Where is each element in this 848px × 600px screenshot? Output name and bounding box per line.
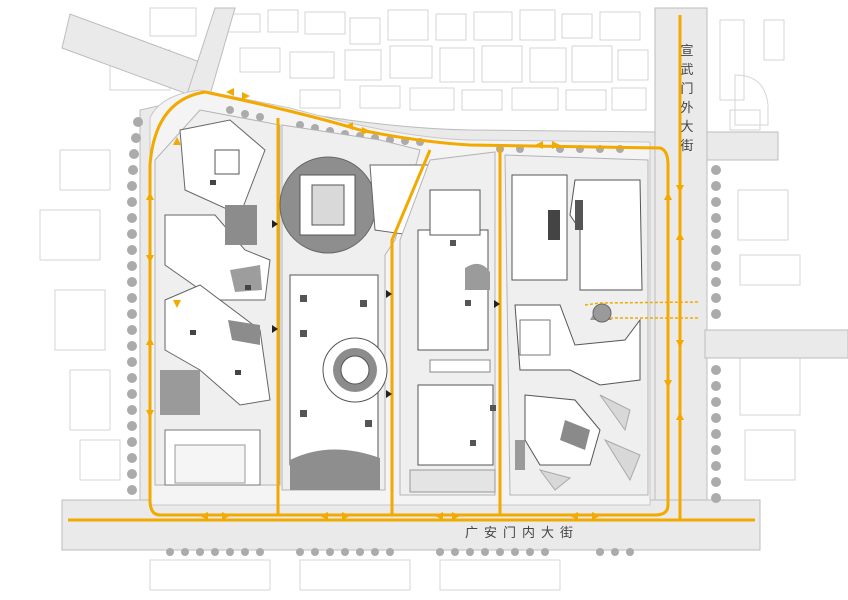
- east-street-label-char: 宣: [680, 44, 694, 59]
- block-center: [399, 151, 496, 496]
- east-street-label-char: 武: [680, 63, 694, 78]
- east-street-label-char: 街: [680, 139, 694, 154]
- block-west: [154, 109, 281, 486]
- block-east: [504, 154, 649, 496]
- north-west-diagonal-road: [61, 13, 201, 96]
- east-street-label-char: 大: [680, 120, 694, 135]
- west-context-buildings: [39, 149, 121, 481]
- entrance-markers: [272, 220, 500, 398]
- east-street-label-char: 门: [680, 82, 694, 97]
- direction-arrows: [146, 88, 684, 520]
- south-street-label: 广安门内大街: [465, 526, 580, 541]
- east-side-street: [704, 329, 848, 359]
- internal-road-2: [390, 149, 432, 515]
- north-context-buildings: [109, 7, 785, 131]
- south-avenue: [61, 499, 761, 551]
- east-street-label-char: 外: [680, 101, 694, 116]
- east-service-connector: [584, 301, 701, 306]
- east-street-label: 宣武门外大街: [676, 42, 698, 156]
- south-context-buildings: [149, 559, 561, 591]
- traffic-routes: [68, 15, 755, 522]
- block-center-west: [279, 124, 431, 491]
- outer-loop-route: [148, 90, 670, 517]
